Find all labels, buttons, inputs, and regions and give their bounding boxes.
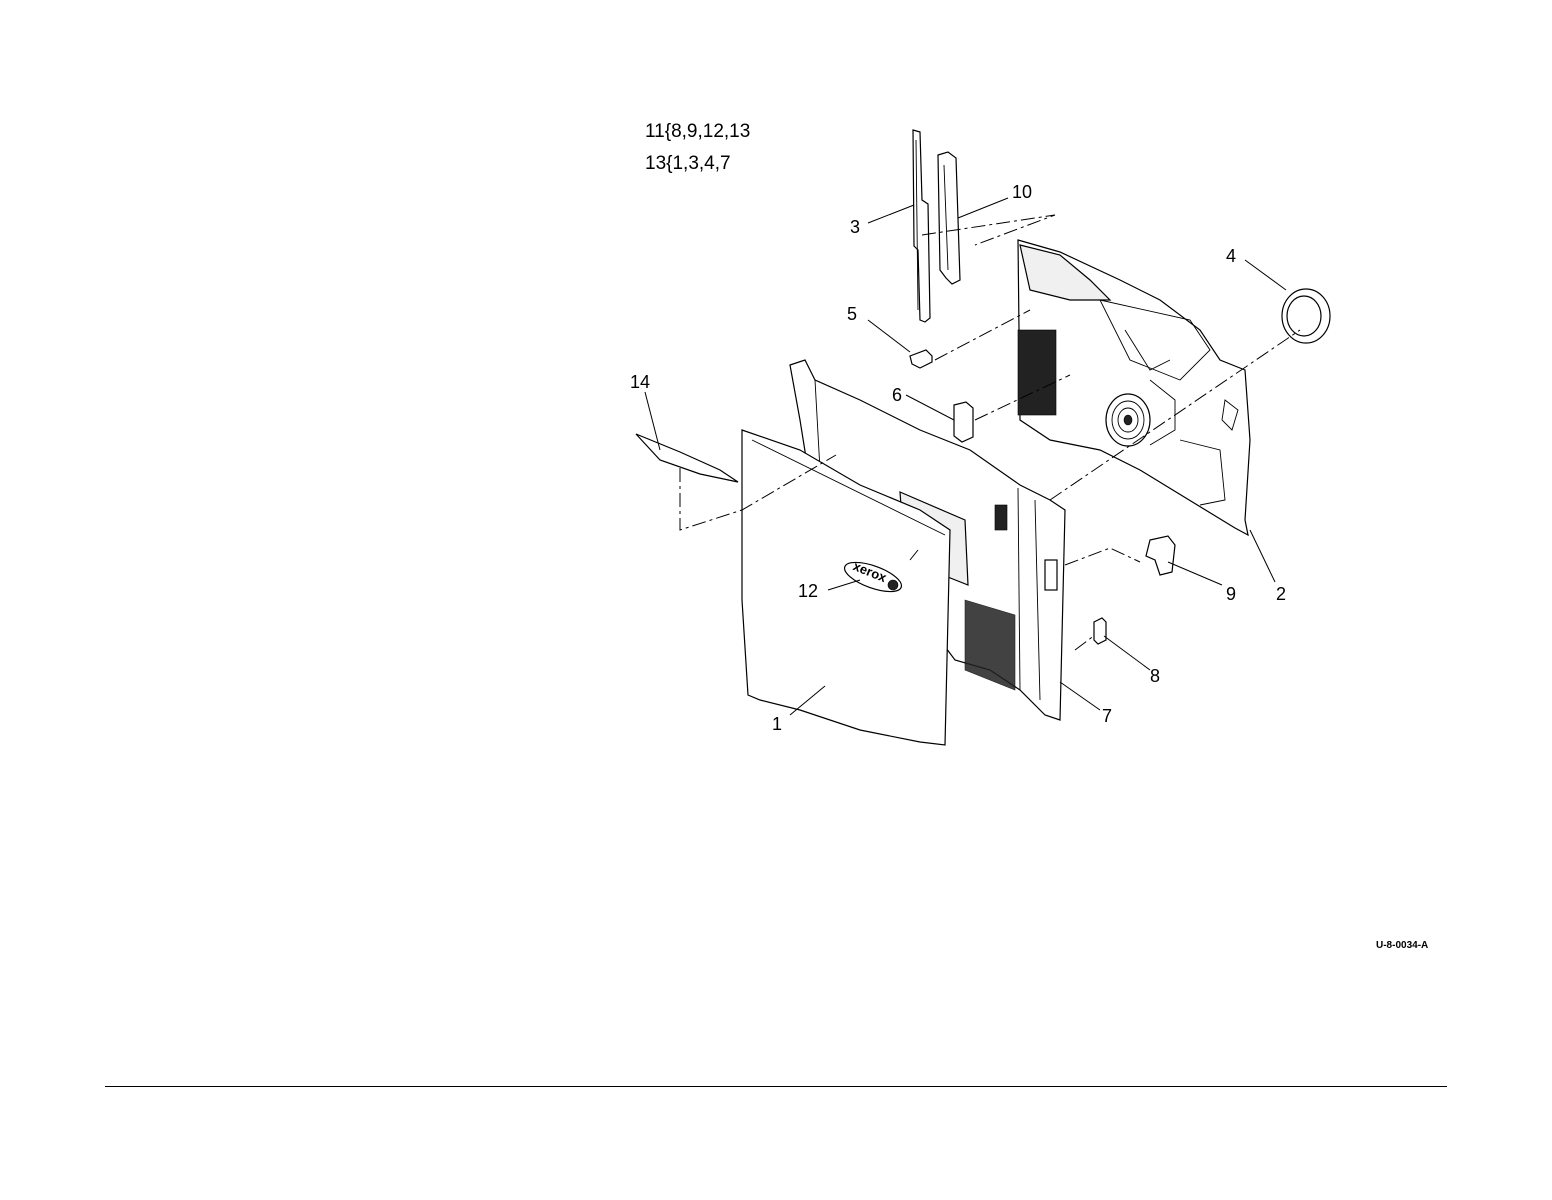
part-2-inner-frame — [1018, 240, 1250, 535]
callout-8: 8 — [1150, 666, 1160, 686]
part-3-bracket — [913, 130, 930, 322]
figure-code: U-8-0034-A — [1376, 940, 1428, 951]
callout-4: 4 — [1226, 246, 1236, 266]
callout-2: 2 — [1276, 584, 1286, 604]
callout-7: 7 — [1102, 706, 1112, 726]
part-14-badge — [636, 434, 738, 482]
callout-5: 5 — [847, 304, 857, 324]
part-10-bracket — [938, 152, 960, 284]
part-8-latch — [1094, 618, 1106, 644]
part-6-small-cover — [954, 402, 973, 442]
callout-1: 1 — [772, 714, 782, 734]
callout-12: 12 — [798, 581, 818, 601]
vent-grille — [1018, 330, 1056, 415]
part-5-clip — [910, 350, 932, 368]
part-9-handle — [1146, 536, 1175, 575]
footer-rule — [105, 1086, 1447, 1087]
fan — [1106, 394, 1150, 446]
callout-14: 14 — [630, 372, 650, 392]
callout-3: 3 — [850, 217, 860, 237]
part-4-ring — [1282, 289, 1330, 343]
callout-10: 10 — [1012, 182, 1032, 202]
callout-9: 9 — [1226, 584, 1236, 604]
callout-6: 6 — [892, 385, 902, 405]
